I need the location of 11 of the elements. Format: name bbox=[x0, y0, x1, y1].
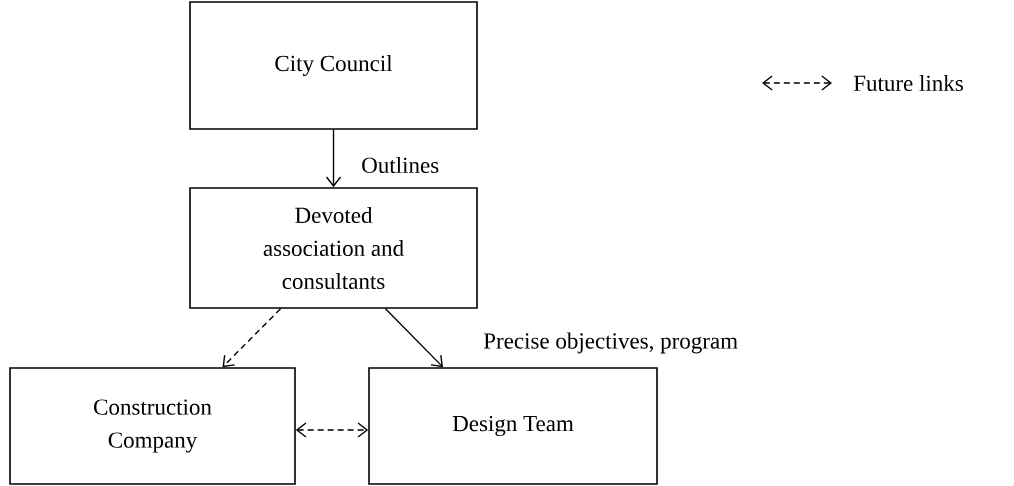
process-box: Design Team bbox=[368, 367, 658, 485]
arrow bbox=[384, 308, 443, 368]
legend-text: Future links bbox=[853, 74, 963, 92]
arrow bbox=[222, 308, 282, 368]
arrow bbox=[295, 422, 369, 438]
process-box: City Council bbox=[189, 1, 478, 130]
process-box: Construction Company bbox=[9, 367, 296, 485]
edge-label: Outlines bbox=[360, 155, 441, 175]
arrow bbox=[325, 129, 342, 188]
edge-label: Precise objectives, program bbox=[482, 331, 740, 355]
process-box: Devoted association and consultants bbox=[189, 187, 478, 309]
